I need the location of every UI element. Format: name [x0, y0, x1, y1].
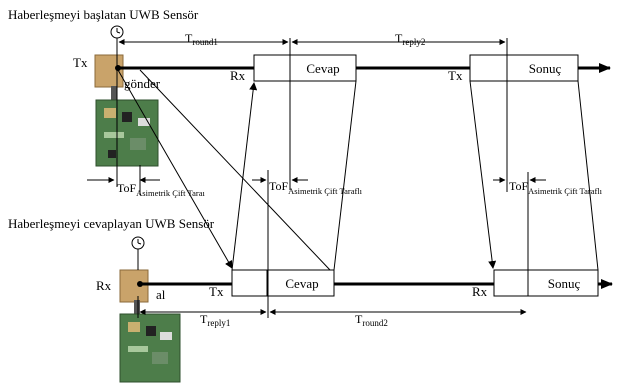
uwb-sensor-board-image	[119, 269, 181, 383]
top-action-label: gönder	[124, 76, 161, 91]
t-round2-label: Tround2	[355, 312, 388, 328]
top-cevap-text: Cevap	[306, 61, 339, 76]
t-reply1-label: Treply1	[200, 312, 230, 328]
bottom-sonuc-box: Sonuç	[493, 269, 599, 297]
clock-icon	[110, 25, 124, 39]
bottom-action-label: al	[156, 287, 166, 302]
tof-mid-marker: ToFAsimetrik Çift Taraflı	[252, 177, 363, 196]
top-tx-label: Tx	[448, 68, 463, 83]
bottom-rx-label: Rx	[472, 284, 488, 299]
tof-right-label: ToFAsimetrik Çift Taraflı	[509, 179, 603, 196]
bottom-cevap-box: Cevap	[231, 269, 335, 297]
bottom-left-rx-label: Rx	[96, 278, 112, 293]
tof-left-label: ToFAsimetrik Çift Taraı	[117, 181, 205, 198]
bottom-sonuc-text: Sonuç	[548, 276, 581, 291]
tof-mid-label: ToFAsimetrik Çift Taraflı	[269, 179, 363, 196]
tof-left-marker: ToFAsimetrik Çift Taraı	[87, 165, 205, 198]
t-reply2-label: Treply2	[395, 31, 425, 47]
t-round1-label: Tround1	[185, 31, 218, 47]
tof-right-marker: ToFAsimetrik Çift Taraflı	[493, 177, 603, 196]
uwb-sensor-board-image	[94, 54, 159, 167]
top-sonuc-text: Sonuç	[529, 61, 562, 76]
bottom-sensor-title: Haberleşmeyi cevaplayan UWB Sensör	[8, 216, 215, 231]
top-sonuc-box: Sonuç	[469, 54, 579, 82]
bottom-tx-label: Tx	[209, 284, 224, 299]
top-left-tx-label: Tx	[73, 55, 88, 70]
clock-icon	[131, 236, 145, 250]
top-cevap-box: Cevap	[253, 54, 357, 82]
bottom-cevap-text: Cevap	[285, 276, 318, 291]
top-sensor-title: Haberleşmeyi başlatan UWB Sensör	[8, 7, 199, 22]
top-rx-label: Rx	[230, 68, 246, 83]
